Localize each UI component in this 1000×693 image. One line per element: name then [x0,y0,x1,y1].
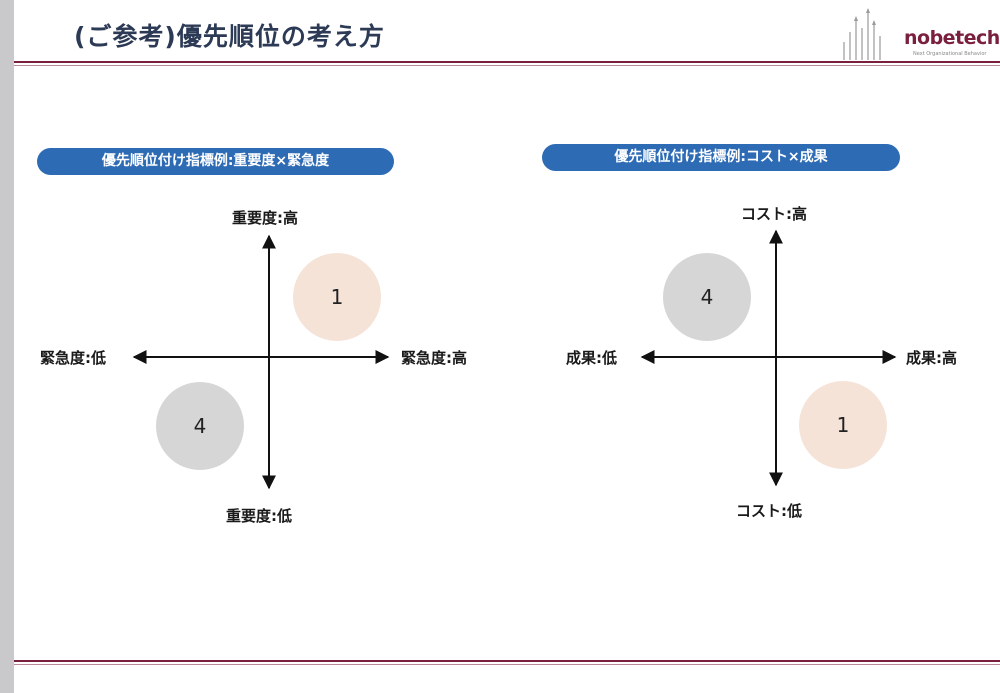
matrix-2-left-label: 成果:低 [566,349,617,367]
matrix-1-bottom-label: 重要度:低 [226,507,292,525]
footer-rule-thin [14,664,1000,665]
matrix-2-priority-high-circle [799,381,887,469]
matrix-1-right-label: 緊急度:高 [401,349,467,367]
matrix-1-priority-high-number: 1 [330,285,344,309]
matrix-1-priority-high-circle [293,253,381,341]
matrix-2-bottom-label: コスト:低 [736,502,802,520]
logo-bars-icon [843,8,881,60]
matrix-2-priority-low-circle [663,253,751,341]
matrix-1-top-label: 重要度:高 [232,209,298,227]
matrix-1-priority-low-circle [156,382,244,470]
matrix-2-right-label: 成果:高 [906,349,957,367]
logo-tagline: Next Organizational Behavior [913,51,987,57]
matrix-1-left-label: 緊急度:低 [40,349,106,367]
footer-rule [14,660,1000,662]
matrix-1-priority-low-number: 4 [193,414,207,438]
matrix-2-priority-high-number: 1 [836,413,850,437]
matrix-2-priority-low-number: 4 [700,285,714,309]
header-rule [14,61,1000,63]
matrix-2-badge: 優先順位付け指標例:コスト×成果 [542,144,900,171]
logo-wordmark: nobetech [904,27,1000,49]
left-edge-bar [0,0,14,693]
matrix-1-badge: 優先順位付け指標例:重要度×緊急度 [37,148,394,175]
page-title: (ご参考)優先順位の考え方 [74,22,385,51]
matrix-2-top-label: コスト:高 [741,205,807,223]
header-rule-thin [14,65,1000,66]
